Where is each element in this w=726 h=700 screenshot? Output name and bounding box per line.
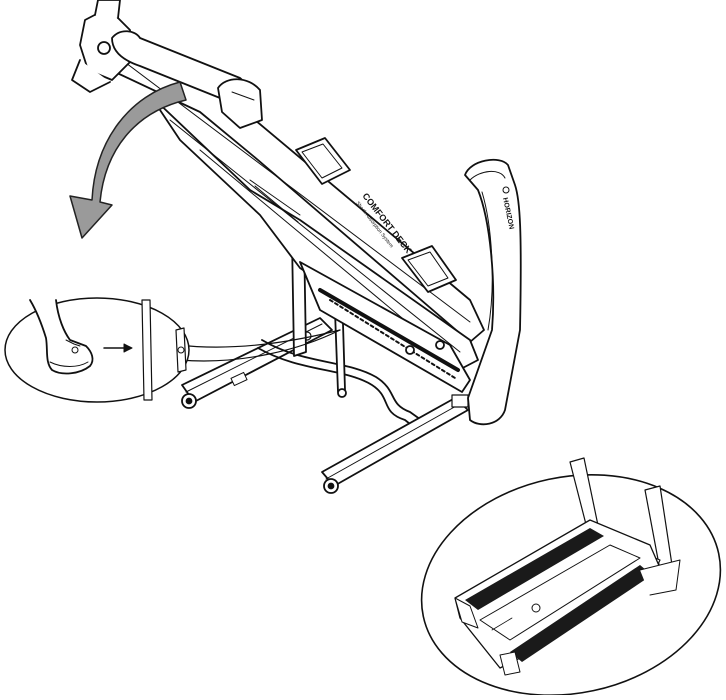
curved-arrow-down-left-icon [70, 82, 186, 238]
right-upright-post: HORIZON [465, 160, 521, 425]
unfolded-treadmill-inset [401, 448, 726, 695]
callout-ellipse [5, 298, 189, 402]
